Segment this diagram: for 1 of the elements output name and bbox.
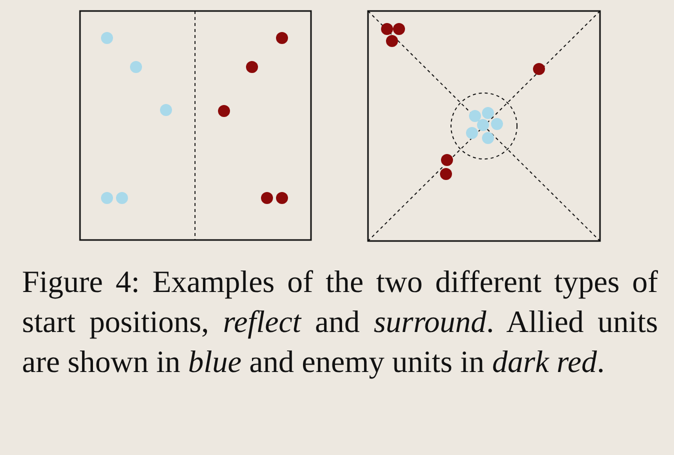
figure-caption: Figure 4: Examples of the two different types of start positions, reflect and surround. Allied units are shown in blue and enemy units in dark red. [22,263,658,381]
